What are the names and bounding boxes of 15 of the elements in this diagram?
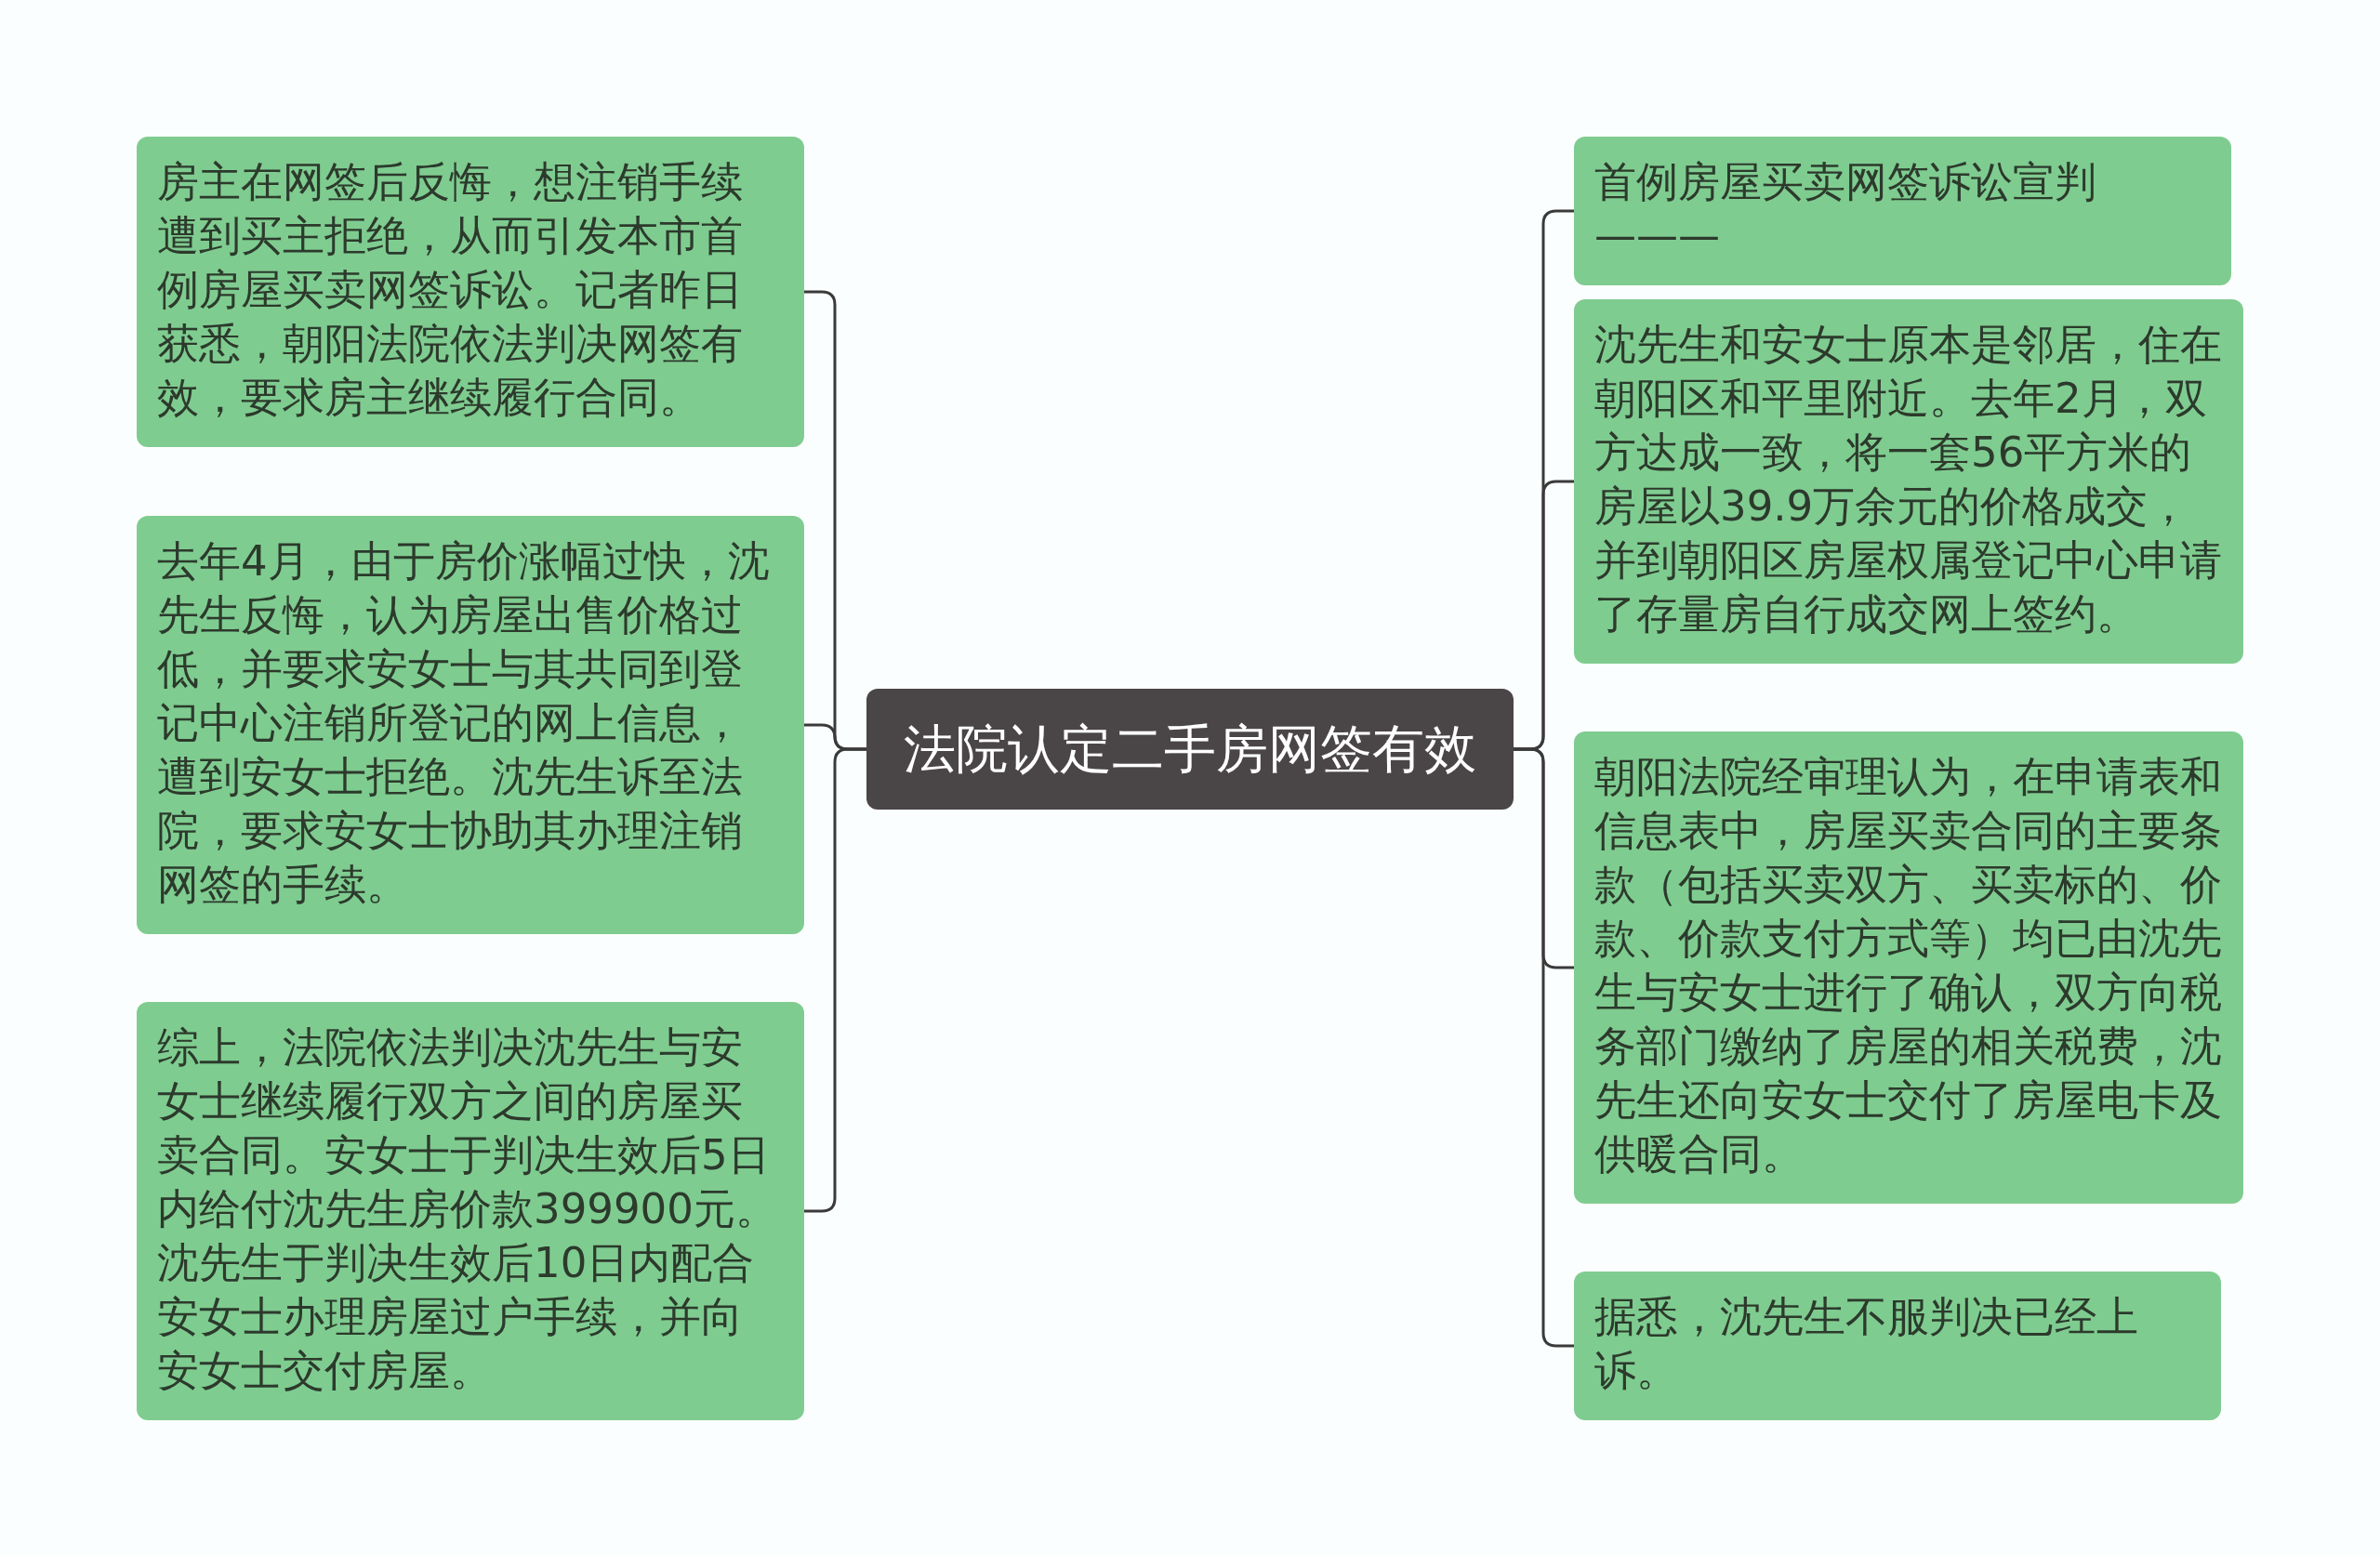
topic-text: 去年4月，由于房价涨幅过快，沈先生反悔，认为房屋出售价格过低，并要求安女士与其共同到登记中心注销所登记的网上信息，遭到安女士拒绝。沈先生诉至法院，要求安女士协助其办理注销网签的手续。 [157, 535, 771, 911]
topic-text: 沈先生和安女士原本是邻居，住在朝阳区和平里附近。去年2月，双方达成一致，将一套56平方米的房屋以39.9万余元的价格成交，并到朝阳区房屋权属登记中心申请了存量房自行成交网上签约。 [1594, 319, 2223, 640]
topic-box [1574, 137, 2231, 285]
topic-text: 据悉，沈先生不服判决已经上诉。 [1594, 1291, 2139, 1397]
topic-text: 首例房屋买卖网签诉讼宣判——— [1594, 156, 2097, 262]
topic-text: 房主在网签后反悔，想注销手续遭到买主拒绝，从而引发本市首例房屋买卖网签诉讼。记者昨日获悉，朝阳法院依法判决网签有效，要求房主继续履行合同。 [157, 156, 744, 424]
central-topic-box [866, 689, 1514, 810]
central-topic-text: 法院认定二手房网签有效 [903, 718, 1477, 781]
topic-box [1574, 1272, 2221, 1420]
topic-box [137, 137, 804, 447]
topic-text: 综上，法院依法判决沈先生与安女士继续履行双方之间的房屋买卖合同。安女士于判决生效后5日内给付沈先生房价款399900元。沈先生于判决生效后10日内配合安女士办理房屋过户手续，并向安女士交付房屋。 [157, 1021, 778, 1397]
topic-box [137, 516, 804, 934]
topic-box [137, 1002, 804, 1420]
topic-text: 朝阳法院经审理认为，在申请表和信息表中，房屋买卖合同的主要条款（包括买卖双方、买卖标的、价款、价款支付方式等）均已由沈先生与安女士进行了确认，双方向税务部门缴纳了房屋的相关税费，沈先生还向安女士交付了房屋电卡及供暖合同。 [1594, 751, 2223, 1180]
topic-box [1574, 299, 2243, 664]
